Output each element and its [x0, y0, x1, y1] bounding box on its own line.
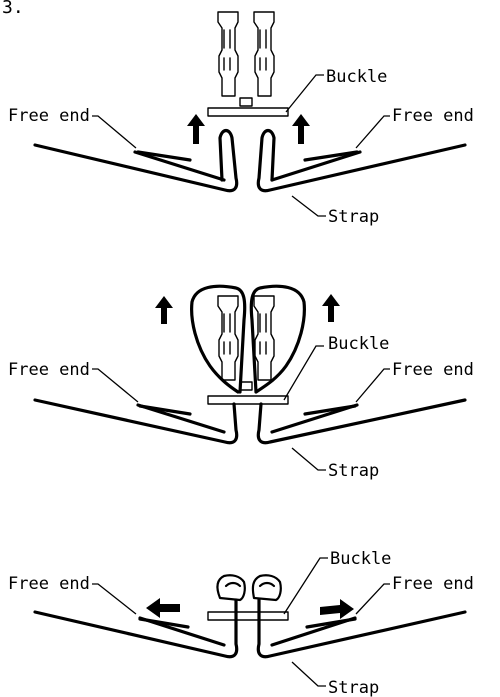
free-end-right-label: Free end — [392, 574, 474, 594]
free-end-right-label: Free end — [392, 360, 474, 380]
buckle-plate — [207, 611, 289, 621]
buckle-leader — [283, 557, 328, 615]
free-end-left-leader — [92, 115, 137, 149]
free-end-right-label: Free end — [392, 106, 474, 126]
free-end-left — [138, 404, 192, 416]
free-end-right-leader — [355, 583, 390, 615]
strap-leader — [291, 661, 326, 687]
free-end-left-label: Free end — [8, 106, 90, 126]
strap-label: Strap — [328, 207, 379, 227]
right-arrow-icon — [320, 599, 354, 619]
free-end-left-label: Free end — [8, 574, 90, 594]
free-end-right — [303, 404, 357, 416]
strap — [33, 128, 467, 193]
up-arrow-icon — [155, 296, 173, 324]
free-end-left-leader — [92, 368, 139, 403]
buckle-leader — [283, 345, 324, 401]
up-arrow-icon — [322, 294, 340, 322]
free-end-right — [303, 150, 359, 162]
step-number: 3. — [2, 0, 24, 18]
strap — [33, 598, 467, 659]
strap — [33, 398, 467, 445]
up-arrow-icon — [187, 114, 205, 144]
buckle-leader — [285, 74, 324, 113]
free-end-left-leader — [92, 583, 137, 615]
free-end-right-leader — [355, 115, 390, 149]
strap-leader — [291, 447, 326, 471]
panel-2: Buckle Free end Free end Strap — [8, 284, 474, 481]
buckle-clips — [217, 11, 275, 107]
panel-3: Buckle Free end Free end Strap — [8, 549, 474, 697]
strap-label: Strap — [328, 461, 379, 481]
buckle-label: Buckle — [326, 67, 387, 87]
up-arrow-icon — [292, 114, 310, 144]
buckle-plate — [207, 107, 289, 117]
strap-label: Strap — [328, 678, 379, 697]
strap-loops — [190, 284, 306, 394]
buckle-label: Buckle — [330, 549, 391, 569]
folded-buckles — [216, 574, 282, 602]
left-arrow-icon — [146, 598, 180, 618]
strap-leader — [291, 195, 326, 217]
panel-1: Buckle Free end Free end Strap — [8, 11, 474, 227]
free-end-left — [138, 617, 190, 629]
free-end-right-leader — [355, 368, 390, 403]
free-end-left-label: Free end — [8, 360, 90, 380]
buckle-plate — [207, 395, 289, 405]
free-end-right — [305, 617, 357, 629]
buckle-label: Buckle — [328, 334, 389, 354]
free-end-left — [136, 150, 192, 162]
